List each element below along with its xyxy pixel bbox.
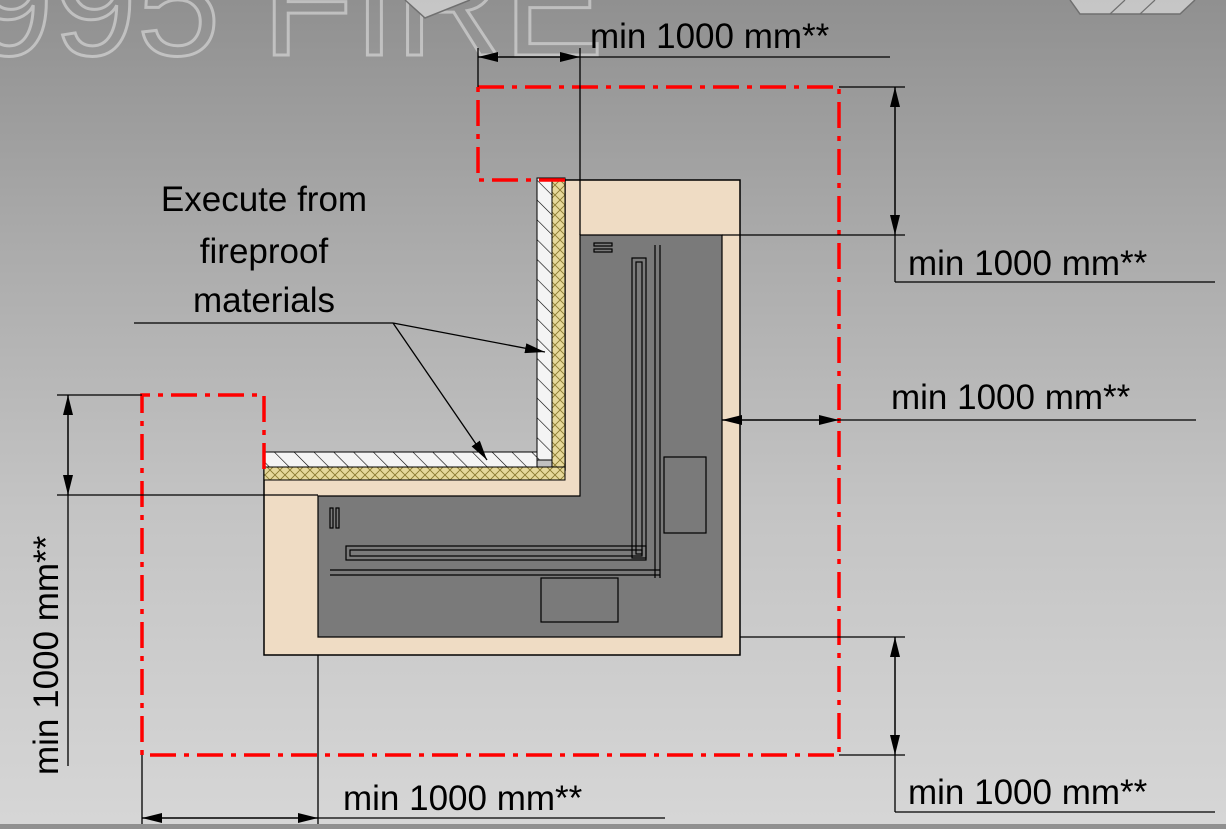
dim-label-right-upper: min 1000 mm** <box>908 244 1148 283</box>
label-leaders <box>67 56 1215 819</box>
insulation-horizontal <box>263 466 566 481</box>
wall-hatch-vertical <box>536 177 553 461</box>
stove-details <box>329 242 707 623</box>
dim-label-right-middle: min 1000 mm** <box>891 378 1131 417</box>
svg-text:995 FIRE: 995 FIRE <box>0 0 604 87</box>
wall-hatch-horizontal <box>263 451 538 468</box>
note-leader-lines <box>134 322 546 461</box>
insulation-vertical <box>551 177 566 471</box>
fireproof-note-line-2: fireproof <box>200 232 329 271</box>
dim-label-right-lower: min 1000 mm** <box>908 773 1148 812</box>
extension-lines <box>57 48 905 824</box>
fireproof-note-line-3: materials <box>193 281 335 320</box>
dim-label-left: min 1000 mm** <box>27 535 66 775</box>
dim-label-top: min 1000 mm** <box>590 17 830 56</box>
stove-body <box>317 234 723 638</box>
dimension-arrows <box>63 52 900 823</box>
dim-label-bottom: min 1000 mm** <box>343 779 583 818</box>
fireproof-wall <box>263 177 566 481</box>
fireproof-note-line-1: Execute from <box>161 180 367 219</box>
watermark-logo: 995 FIRE <box>0 0 1196 89</box>
